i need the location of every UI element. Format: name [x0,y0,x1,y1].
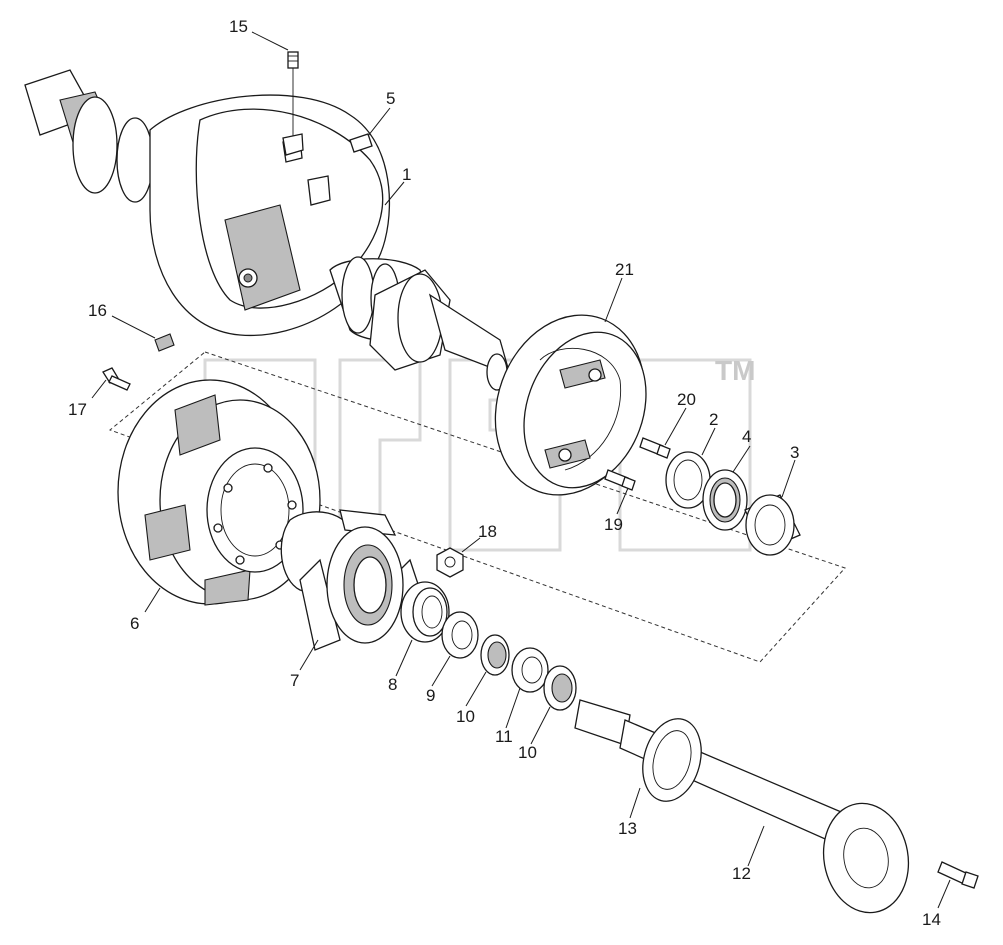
watermark-tm-mark: TM [715,355,755,386]
callout-9: 9 [426,686,435,705]
bolt-14 [937,861,979,889]
hex-nut-18 [436,547,464,578]
callout-20: 20 [677,390,696,409]
axle-shaft [574,699,910,914]
bolt-20 [639,437,671,459]
assembly-boundary [109,351,846,663]
callout-17: 17 [68,400,87,419]
lock-nut-10b [543,665,577,711]
callout-10a: 10 [456,707,475,726]
callout-1: 1 [402,165,411,184]
callout-2: 2 [709,410,718,429]
callout-8: 8 [388,675,397,694]
callout-12: 12 [732,864,751,883]
callout-21: 21 [615,260,634,279]
brake-assembly [494,314,647,496]
grease-nipple [282,51,304,156]
seal-ring [702,469,748,531]
callout-4: 4 [742,427,751,446]
callout-11: 11 [495,727,513,746]
bolt-17 [102,367,131,391]
callout-5: 5 [386,89,395,108]
callout-3: 3 [790,443,799,462]
axle-housing [24,69,511,391]
bearing-outer [744,494,801,556]
lock-nut-10a [480,634,510,676]
gasket [642,718,702,802]
callout-10b: 10 [518,743,537,762]
bearing-inner [400,581,450,643]
callout-13: 13 [618,819,637,838]
brake-drum [117,379,321,606]
set-screw [154,333,175,352]
wheel-hub [280,509,421,651]
thrust-washer [441,611,479,659]
callout-14: 14 [922,910,941,929]
lock-washer [511,647,549,693]
callout-18: 18 [478,522,497,541]
callout-15: 15 [229,17,248,36]
callout-6: 6 [130,614,139,633]
callout-7: 7 [290,671,299,690]
callout-labels: 15 5 1 16 21 17 20 2 4 3 18 19 6 7 8 9 1… [68,17,941,929]
bolt-19 [604,469,636,491]
callout-19: 19 [604,515,623,534]
leader-lines [91,31,951,909]
callout-16: 16 [88,301,107,320]
dowel-pin [349,133,373,153]
